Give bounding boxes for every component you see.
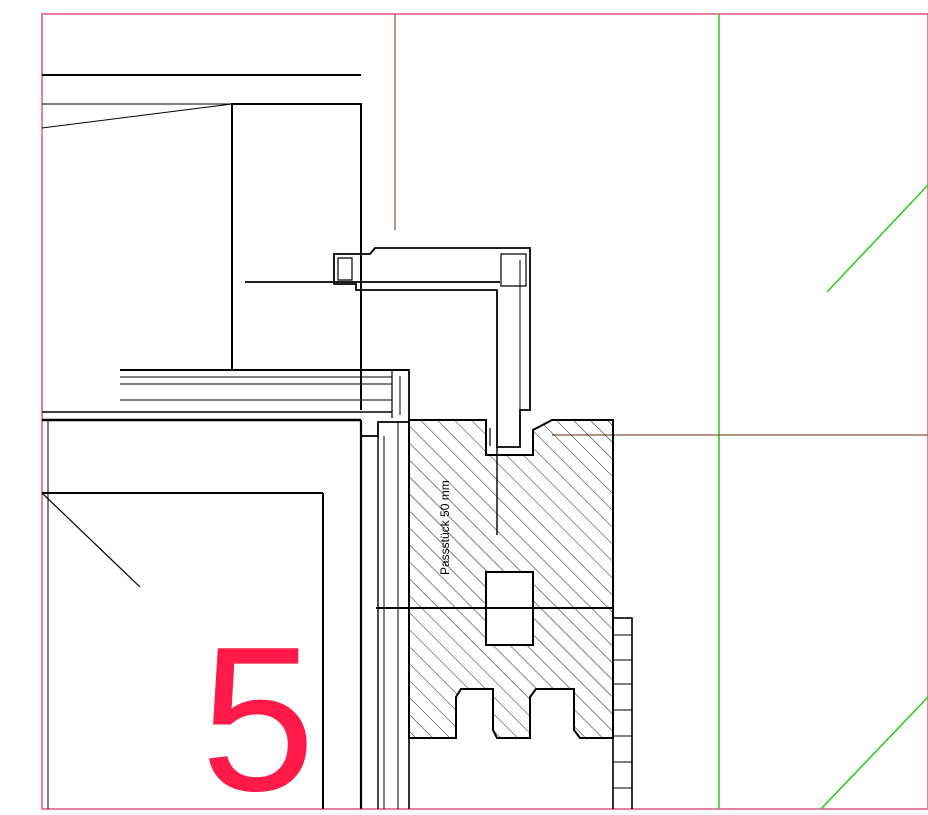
detail-number: 5 xyxy=(201,604,316,815)
fastener-strip xyxy=(612,617,633,809)
metal-bracket xyxy=(333,247,531,448)
lower-frame xyxy=(42,418,363,809)
bracket-stem xyxy=(489,428,498,535)
leader-lines xyxy=(394,14,928,436)
post-block xyxy=(231,103,500,410)
green-guide-lines xyxy=(718,14,928,809)
glazing-strips xyxy=(377,422,410,809)
upper-beam xyxy=(42,74,361,129)
annotation-label: Passstück 50 mm xyxy=(438,480,452,575)
sill-rail xyxy=(42,369,410,437)
